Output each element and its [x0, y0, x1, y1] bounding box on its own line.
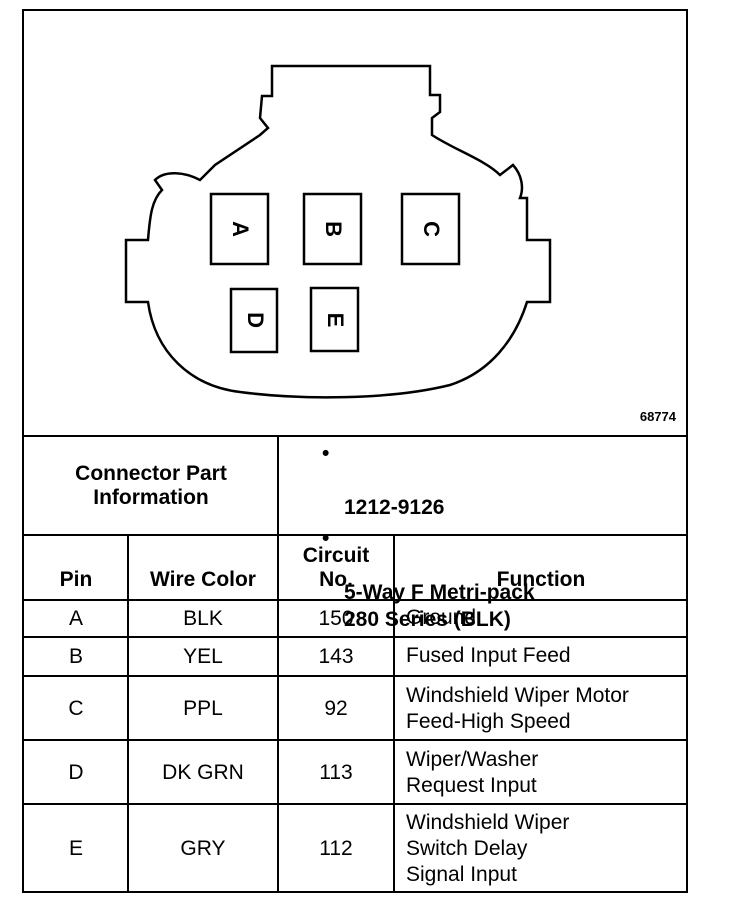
table-grid	[22, 435, 688, 893]
table-cell-function: Fused Input Feed	[406, 643, 571, 667]
table-cell-wire-color: DK GRN	[162, 760, 244, 784]
table-cell-circuit: 113	[319, 760, 353, 784]
table-cell-pin: C	[68, 696, 84, 720]
part-info-item: • 5-Way F Metri-pack 280 Series (BLK)	[318, 525, 678, 633]
table-cell-circuit: 112	[319, 837, 353, 860]
table-cell-function: Windshield Wiper Switch Delay Signal Inp…	[406, 811, 570, 886]
table-cell-wire-color: YEL	[183, 645, 223, 668]
connector-housing-outline	[124, 64, 552, 399]
part-number: 1212-9126	[344, 496, 445, 519]
pin-cavity-b	[302, 192, 363, 266]
pin-cavity-d	[229, 287, 279, 354]
table-cell-circuit: 150	[318, 607, 354, 630]
table-cell-wire-color: PPL	[183, 696, 223, 720]
figure-number: 68774	[640, 409, 677, 424]
table-cell-function: Wiper/Washer Request Input	[406, 747, 539, 797]
diagram-frame	[22, 9, 688, 893]
pin-cavity-c	[400, 192, 461, 266]
part-info-item: • 1212-9126	[318, 440, 678, 521]
table-cell-function: Windshield Wiper Motor Feed-High Speed	[406, 683, 629, 733]
pin-label-c: C	[419, 221, 444, 237]
part-info-heading: Connector Part Information	[75, 462, 227, 509]
table-cell-pin: B	[68, 645, 83, 668]
bullet-icon: •	[322, 527, 330, 550]
table-cell-wire-color: BLK	[183, 607, 223, 630]
pin-label-d: D	[243, 312, 268, 328]
table-cell-pin: E	[68, 837, 83, 860]
bullet-icon: •	[322, 442, 330, 465]
header-wire-color: Wire Color	[150, 568, 256, 591]
table-cell-pin: D	[68, 760, 84, 784]
pin-label-b: B	[321, 221, 346, 237]
table-cell-function: Ground	[406, 605, 477, 629]
pin-label-a: A	[228, 221, 253, 237]
header-function: Function	[496, 568, 586, 591]
table-cell-wire-color: GRY	[180, 837, 226, 860]
header-circuit-no: Circuit No.	[302, 544, 370, 591]
table-cell-circuit: 143	[318, 645, 354, 668]
part-info-list: • 1212-9126 • 5-Way F Metri-pack 280 Ser…	[318, 440, 678, 637]
pin-label-e: E	[323, 313, 348, 328]
connector-description: 5-Way F Metri-pack 280 Series (BLK)	[344, 581, 535, 631]
table-cell-pin: A	[68, 607, 83, 630]
table-cell-circuit: 92	[324, 696, 348, 720]
pin-cavity-a	[209, 192, 270, 266]
header-pin: Pin	[59, 568, 93, 591]
pin-cavity-e	[309, 286, 360, 353]
